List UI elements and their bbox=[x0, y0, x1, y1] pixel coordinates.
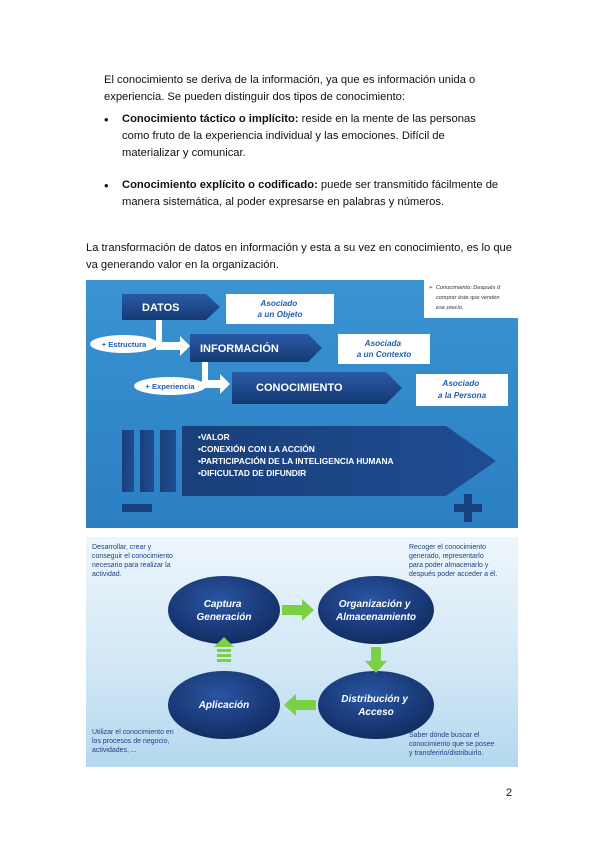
box-persona-line: Asociado bbox=[441, 379, 479, 388]
bullet-text: puede ser transmitido fácilmente de mane… bbox=[122, 179, 499, 208]
note-top-left-line: actividad. bbox=[92, 571, 122, 578]
note-bottom-left-line: Utilizar el conocimiento en bbox=[92, 729, 174, 736]
informacion-arrow bbox=[190, 334, 322, 362]
note-top-right-line: Recoger el conocimiento bbox=[409, 544, 486, 551]
figure-background bbox=[86, 537, 518, 767]
experiencia-oval bbox=[134, 377, 206, 395]
value-bar-right bbox=[160, 430, 176, 492]
node-organizacion bbox=[318, 576, 434, 644]
svg-text:Saber dónde buscar el cono: Saber dónde buscar el conocimiento que s… bbox=[409, 732, 496, 757]
node-aplicacion bbox=[168, 671, 280, 739]
datos-arrow bbox=[122, 294, 220, 320]
list-item-explicit: Conocimiento explícito o codificado: pue… bbox=[104, 177, 504, 211]
value-item: •VALOR bbox=[198, 432, 230, 442]
note-top-right-line: generado, representarlo bbox=[409, 553, 484, 560]
svg-text:•VALOR •CONEXIÓN CON LA AC: •VALOR •CONEXIÓN CON LA ACCIÓN •PARTICIP… bbox=[198, 432, 396, 478]
box-persona bbox=[416, 374, 508, 406]
note-top-left-line: necesario para realizar la bbox=[92, 562, 171, 569]
box-objeto-line: a un Objeto bbox=[257, 310, 302, 319]
list-item-tacit: Conocimiento táctico o implícito: reside… bbox=[104, 111, 504, 162]
note-box bbox=[424, 280, 518, 318]
node-captura bbox=[168, 576, 280, 644]
node-distribucion-line: Acceso bbox=[357, 707, 394, 718]
value-item: •CONEXIÓN CON LA ACCIÓN bbox=[198, 443, 315, 454]
bullet-term: Conocimiento explícito o codificado: bbox=[122, 179, 318, 191]
data-info-knowledge-figure: ➢ Conocimiento: Después d comprar éste q… bbox=[86, 280, 518, 528]
note-top-right-line: después poder acceder a él. bbox=[409, 571, 497, 578]
estructura-label: + Estructura bbox=[102, 340, 147, 349]
node-distribucion-line: Distribución y bbox=[341, 694, 408, 705]
box-contexto bbox=[338, 334, 430, 364]
note-bottom-left-line: actividades, ... bbox=[92, 747, 137, 754]
note-arrow-icon: ➢ bbox=[428, 285, 433, 291]
connector-arrow bbox=[202, 362, 230, 394]
note-bottom-right-line: Saber dónde buscar el bbox=[409, 732, 480, 739]
experiencia-label: + Experiencia bbox=[145, 382, 195, 391]
note-line: ese precio. bbox=[436, 305, 463, 311]
node-captura-line: Generación bbox=[196, 612, 251, 623]
value-bar-mid bbox=[140, 430, 154, 492]
note-bottom-right-line: conocimiento que se posee bbox=[409, 741, 494, 748]
note-line: comprar éste que venden bbox=[436, 295, 499, 301]
knowledge-types-list: Conocimiento táctico o implícito: reside… bbox=[104, 111, 504, 211]
svg-text:Utilizar el conocimiento en: Utilizar el conocimiento en los procesos… bbox=[92, 729, 176, 754]
informacion-label: INFORMACIÓN bbox=[200, 342, 279, 355]
estructura-oval bbox=[90, 335, 158, 353]
knowledge-cycle-figure: Desarrollar, crear y conseguir el conoci… bbox=[86, 537, 518, 767]
svg-text:Asociado a un Objeto: Asociado a un Objeto bbox=[257, 299, 302, 319]
box-objeto-line: Asociado bbox=[259, 299, 297, 308]
plus-icon bbox=[454, 494, 482, 522]
svg-text:Organización y Almacenamie: Organización y Almacenamiento bbox=[335, 599, 416, 623]
conocimiento-label: CONOCIMIENTO bbox=[256, 382, 343, 394]
node-organizacion-line: Almacenamiento bbox=[335, 612, 416, 623]
box-objeto bbox=[226, 294, 334, 324]
note-bottom-left-line: los procesos de negocio, bbox=[92, 738, 169, 745]
svg-text:Recoger el conocimiento ge: Recoger el conocimiento generado, repres… bbox=[409, 544, 497, 578]
bullet-term: Conocimiento táctico o implícito: bbox=[122, 113, 299, 125]
note-bottom-right-line: y transferirlo/distribuirlo. bbox=[409, 750, 483, 757]
node-distribucion bbox=[318, 671, 434, 739]
svg-text:Desarrollar, crear y conse: Desarrollar, crear y conseguir el conoci… bbox=[92, 544, 175, 578]
note-top-right-line: para poder almacenarlo y bbox=[409, 562, 489, 569]
node-aplicacion-label: Aplicación bbox=[198, 700, 250, 711]
arrow-down-icon bbox=[365, 647, 387, 673]
arrow-left-icon bbox=[284, 694, 316, 716]
box-contexto-line: Asociada bbox=[364, 339, 402, 348]
arrow-right-icon bbox=[282, 599, 314, 621]
datos-label: DATOS bbox=[142, 302, 180, 314]
svg-text:➢ Conocimiento: Después d: ➢ Conocimiento: Después d comprar éste q… bbox=[428, 285, 502, 311]
svg-text:Asociada a un Contexto: Asociada a un Contexto bbox=[357, 339, 412, 359]
connector-arrow bbox=[156, 320, 190, 356]
value-bar-left bbox=[122, 430, 134, 492]
transition-paragraph: La transformación de datos en informació… bbox=[86, 242, 512, 271]
page-number: 2 bbox=[506, 787, 513, 799]
bullet-text: reside en la mente de las personas como … bbox=[122, 113, 476, 159]
svg-text:Distribución y Acceso: Distribución y Acceso bbox=[341, 694, 410, 718]
box-persona-line: a la Persona bbox=[438, 391, 487, 400]
note-top-left-line: Desarrollar, crear y bbox=[92, 544, 152, 551]
conocimiento-arrow bbox=[232, 372, 402, 404]
box-contexto-line: a un Contexto bbox=[357, 350, 412, 359]
node-captura-line: Captura bbox=[204, 599, 242, 610]
note-line: Conocimiento: Después d bbox=[436, 285, 501, 291]
node-organizacion-line: Organización y bbox=[339, 599, 411, 610]
arrow-up-icon bbox=[214, 637, 234, 662]
value-item: •DIFICULTAD DE DIFUNDIR bbox=[198, 468, 306, 478]
svg-text:Asociado a la Persona: Asociado a la Persona bbox=[438, 379, 487, 400]
svg-text:Captura Generación: Captura Generación bbox=[196, 599, 251, 623]
value-arrow bbox=[182, 426, 496, 496]
value-item: •PARTICIPACIÓN DE LA INTELIGENCIA HUMANA bbox=[198, 455, 394, 466]
intro-paragraph: El conocimiento se deriva de la informac… bbox=[104, 74, 476, 103]
note-top-left-line: conseguir el conocimiento bbox=[92, 553, 173, 560]
minus-icon bbox=[122, 504, 152, 512]
